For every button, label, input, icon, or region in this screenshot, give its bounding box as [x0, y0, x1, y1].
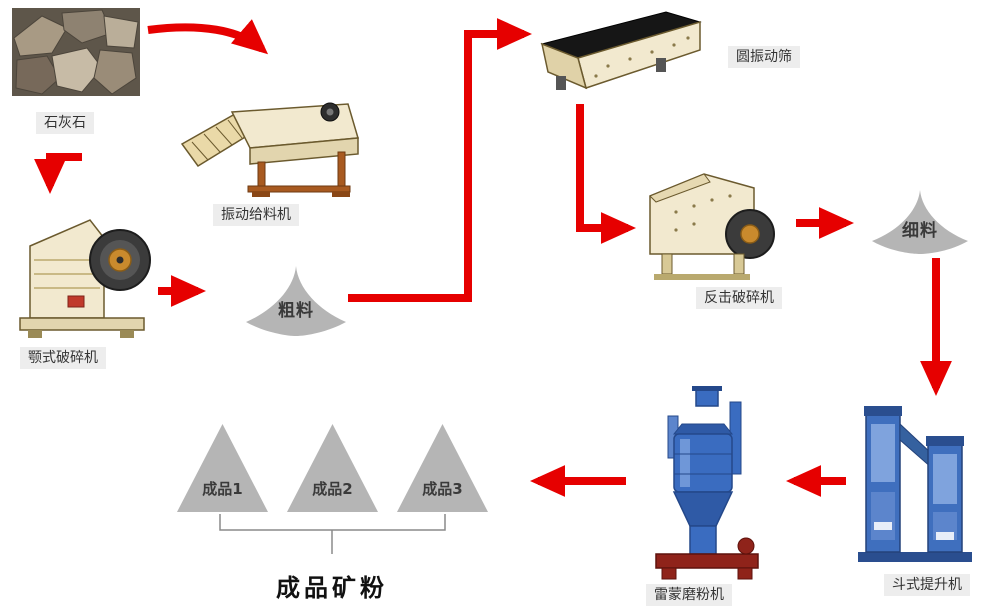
- vibrating-feeder-icon: [180, 102, 359, 197]
- impact-crusher-icon: [649, 173, 775, 280]
- coarse-material-cone: [246, 266, 346, 336]
- impact-crusher-label: 反击破碎机: [696, 287, 782, 309]
- bucket-elevator-icon: [858, 406, 972, 562]
- bucket-elevator-illustration: [854, 402, 976, 567]
- vibrating-screen-illustration: [538, 6, 706, 98]
- raymond-mill-icon: [655, 386, 759, 580]
- vibrating-screen-icon: [540, 11, 702, 90]
- jaw-crusher-icon: [19, 219, 151, 338]
- coarse-material-pile: 粗料: [240, 262, 352, 340]
- fine-material-cone: [872, 190, 968, 254]
- product-triangle-2: 成品2: [285, 422, 380, 514]
- product-1-label: 成品1: [202, 480, 243, 498]
- fine-material-label: 细料: [902, 221, 938, 241]
- final-product-label: 成品矿粉: [276, 574, 388, 602]
- coarse-material-label: 粗料: [278, 301, 314, 321]
- arrow-limestone-to-feeder: [147, 19, 269, 55]
- product-triangle-1: 成品1: [175, 422, 270, 514]
- jaw-crusher-label: 颚式破碎机: [20, 347, 106, 369]
- vibrating-screen-label: 圆振动筛: [728, 46, 800, 68]
- impact-crusher-illustration: [642, 166, 787, 284]
- product-cone-2: [287, 424, 378, 512]
- products-bracket: [219, 514, 446, 531]
- limestone-label: 石灰石: [36, 112, 94, 134]
- arrow-feeder-to-jaw-crusher: [34, 153, 82, 194]
- bucket-elevator-label: 斗式提升机: [884, 574, 970, 596]
- product-cone-1: [177, 424, 268, 512]
- jaw-crusher-illustration: [12, 198, 160, 346]
- vibrating-feeder-label: 振动给料机: [213, 204, 299, 226]
- arrow-screen-to-impact-crusher: [576, 104, 636, 244]
- vibrating-feeder-illustration: [180, 82, 365, 200]
- fine-material-pile: 细料: [866, 186, 974, 258]
- raymond-mill-label: 雷蒙磨粉机: [646, 584, 732, 606]
- product-triangle-3: 成品3: [395, 422, 490, 514]
- limestone-rocks-image: [12, 8, 140, 96]
- product-2-label: 成品2: [312, 480, 353, 498]
- limestone-photo: [12, 8, 140, 96]
- raymond-mill-illustration: [638, 386, 776, 588]
- arrow-coarse-to-screen: [348, 18, 532, 302]
- product-3-label: 成品3: [422, 480, 463, 498]
- product-cone-3: [397, 424, 488, 512]
